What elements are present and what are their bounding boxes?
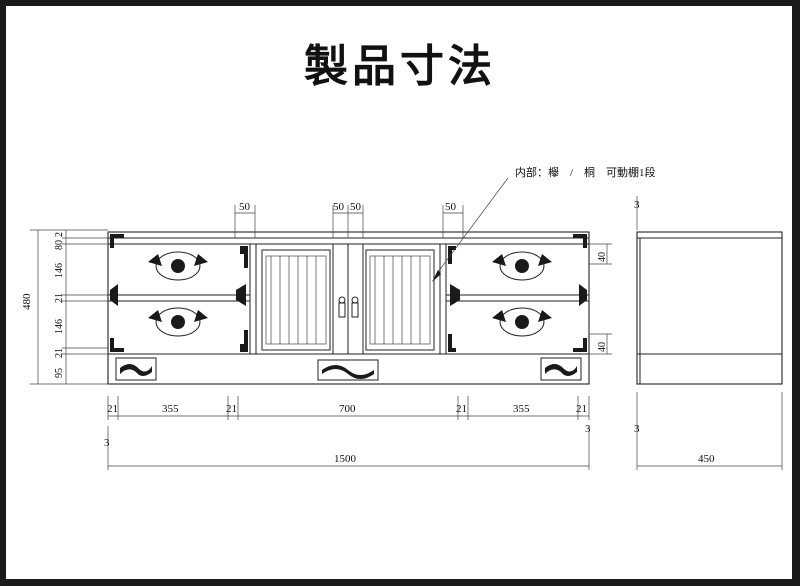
side-dimensions: 3 3 450 [634, 196, 783, 470]
dim-top-left: 50 [239, 201, 251, 213]
drawer-pull-icon [148, 251, 552, 337]
dim-bottom-6: 21 [576, 403, 587, 415]
dim-top-right: 50 [445, 201, 457, 213]
dim-right-40-a: 40 [597, 252, 608, 262]
cabinet-side-outline [636, 231, 783, 385]
top-dimensions: 50 50 50 50 [234, 201, 464, 238]
dim-bottom-2: 21 [226, 403, 237, 415]
dim-top-mid-right: 50 [350, 201, 362, 213]
dim-bottom-0: 21 [107, 403, 118, 415]
page-title: 製品寸法 [304, 41, 496, 92]
dim-left-6: 95 [54, 368, 65, 378]
dim-left-5: 21 [54, 348, 65, 358]
base-ornament-icon [115, 357, 582, 381]
dim-side-bottom: 3 [634, 423, 640, 435]
dim-three-right: 3 [585, 423, 591, 435]
dim-total-width: 1500 [334, 453, 357, 465]
bottom-dimensions: 21 355 21 700 21 355 21 3 3 1500 [104, 396, 591, 470]
dim-right-40-b: 40 [597, 342, 608, 352]
door-slats [265, 255, 431, 345]
leader-arrow-icon [432, 270, 441, 282]
dim-bottom-5: 355 [513, 403, 530, 415]
dim-left-3: 21 [54, 293, 65, 303]
dim-left-4: 146 [54, 319, 65, 334]
dim-bottom-3: 700 [339, 403, 356, 415]
dim-overall-height: 480 [21, 293, 33, 310]
dim-left-2: 146 [54, 263, 65, 278]
right-door [365, 249, 435, 351]
left-door [261, 249, 331, 351]
dim-bottom-1: 355 [162, 403, 179, 415]
dim-depth: 450 [698, 453, 715, 465]
left-dimensions: 480 2 80 146 21 146 21 95 [21, 229, 108, 385]
corner-fitting-icon [110, 234, 587, 352]
dim-side-top: 3 [634, 199, 640, 211]
side-view [636, 231, 783, 385]
door-pull-icon [338, 296, 359, 318]
dim-left-1: 80 [54, 240, 65, 250]
front-view [107, 231, 590, 385]
internal-note: 内部：欅 / 桐 可動棚1段 [515, 165, 656, 179]
dim-top-mid-left: 50 [333, 201, 345, 213]
note-leader [437, 177, 509, 273]
right-dimensions: 40 40 [589, 243, 612, 355]
dim-bottom-4: 21 [456, 403, 467, 415]
dim-three-left: 3 [104, 437, 110, 449]
dim-left-0: 2 [54, 232, 65, 237]
